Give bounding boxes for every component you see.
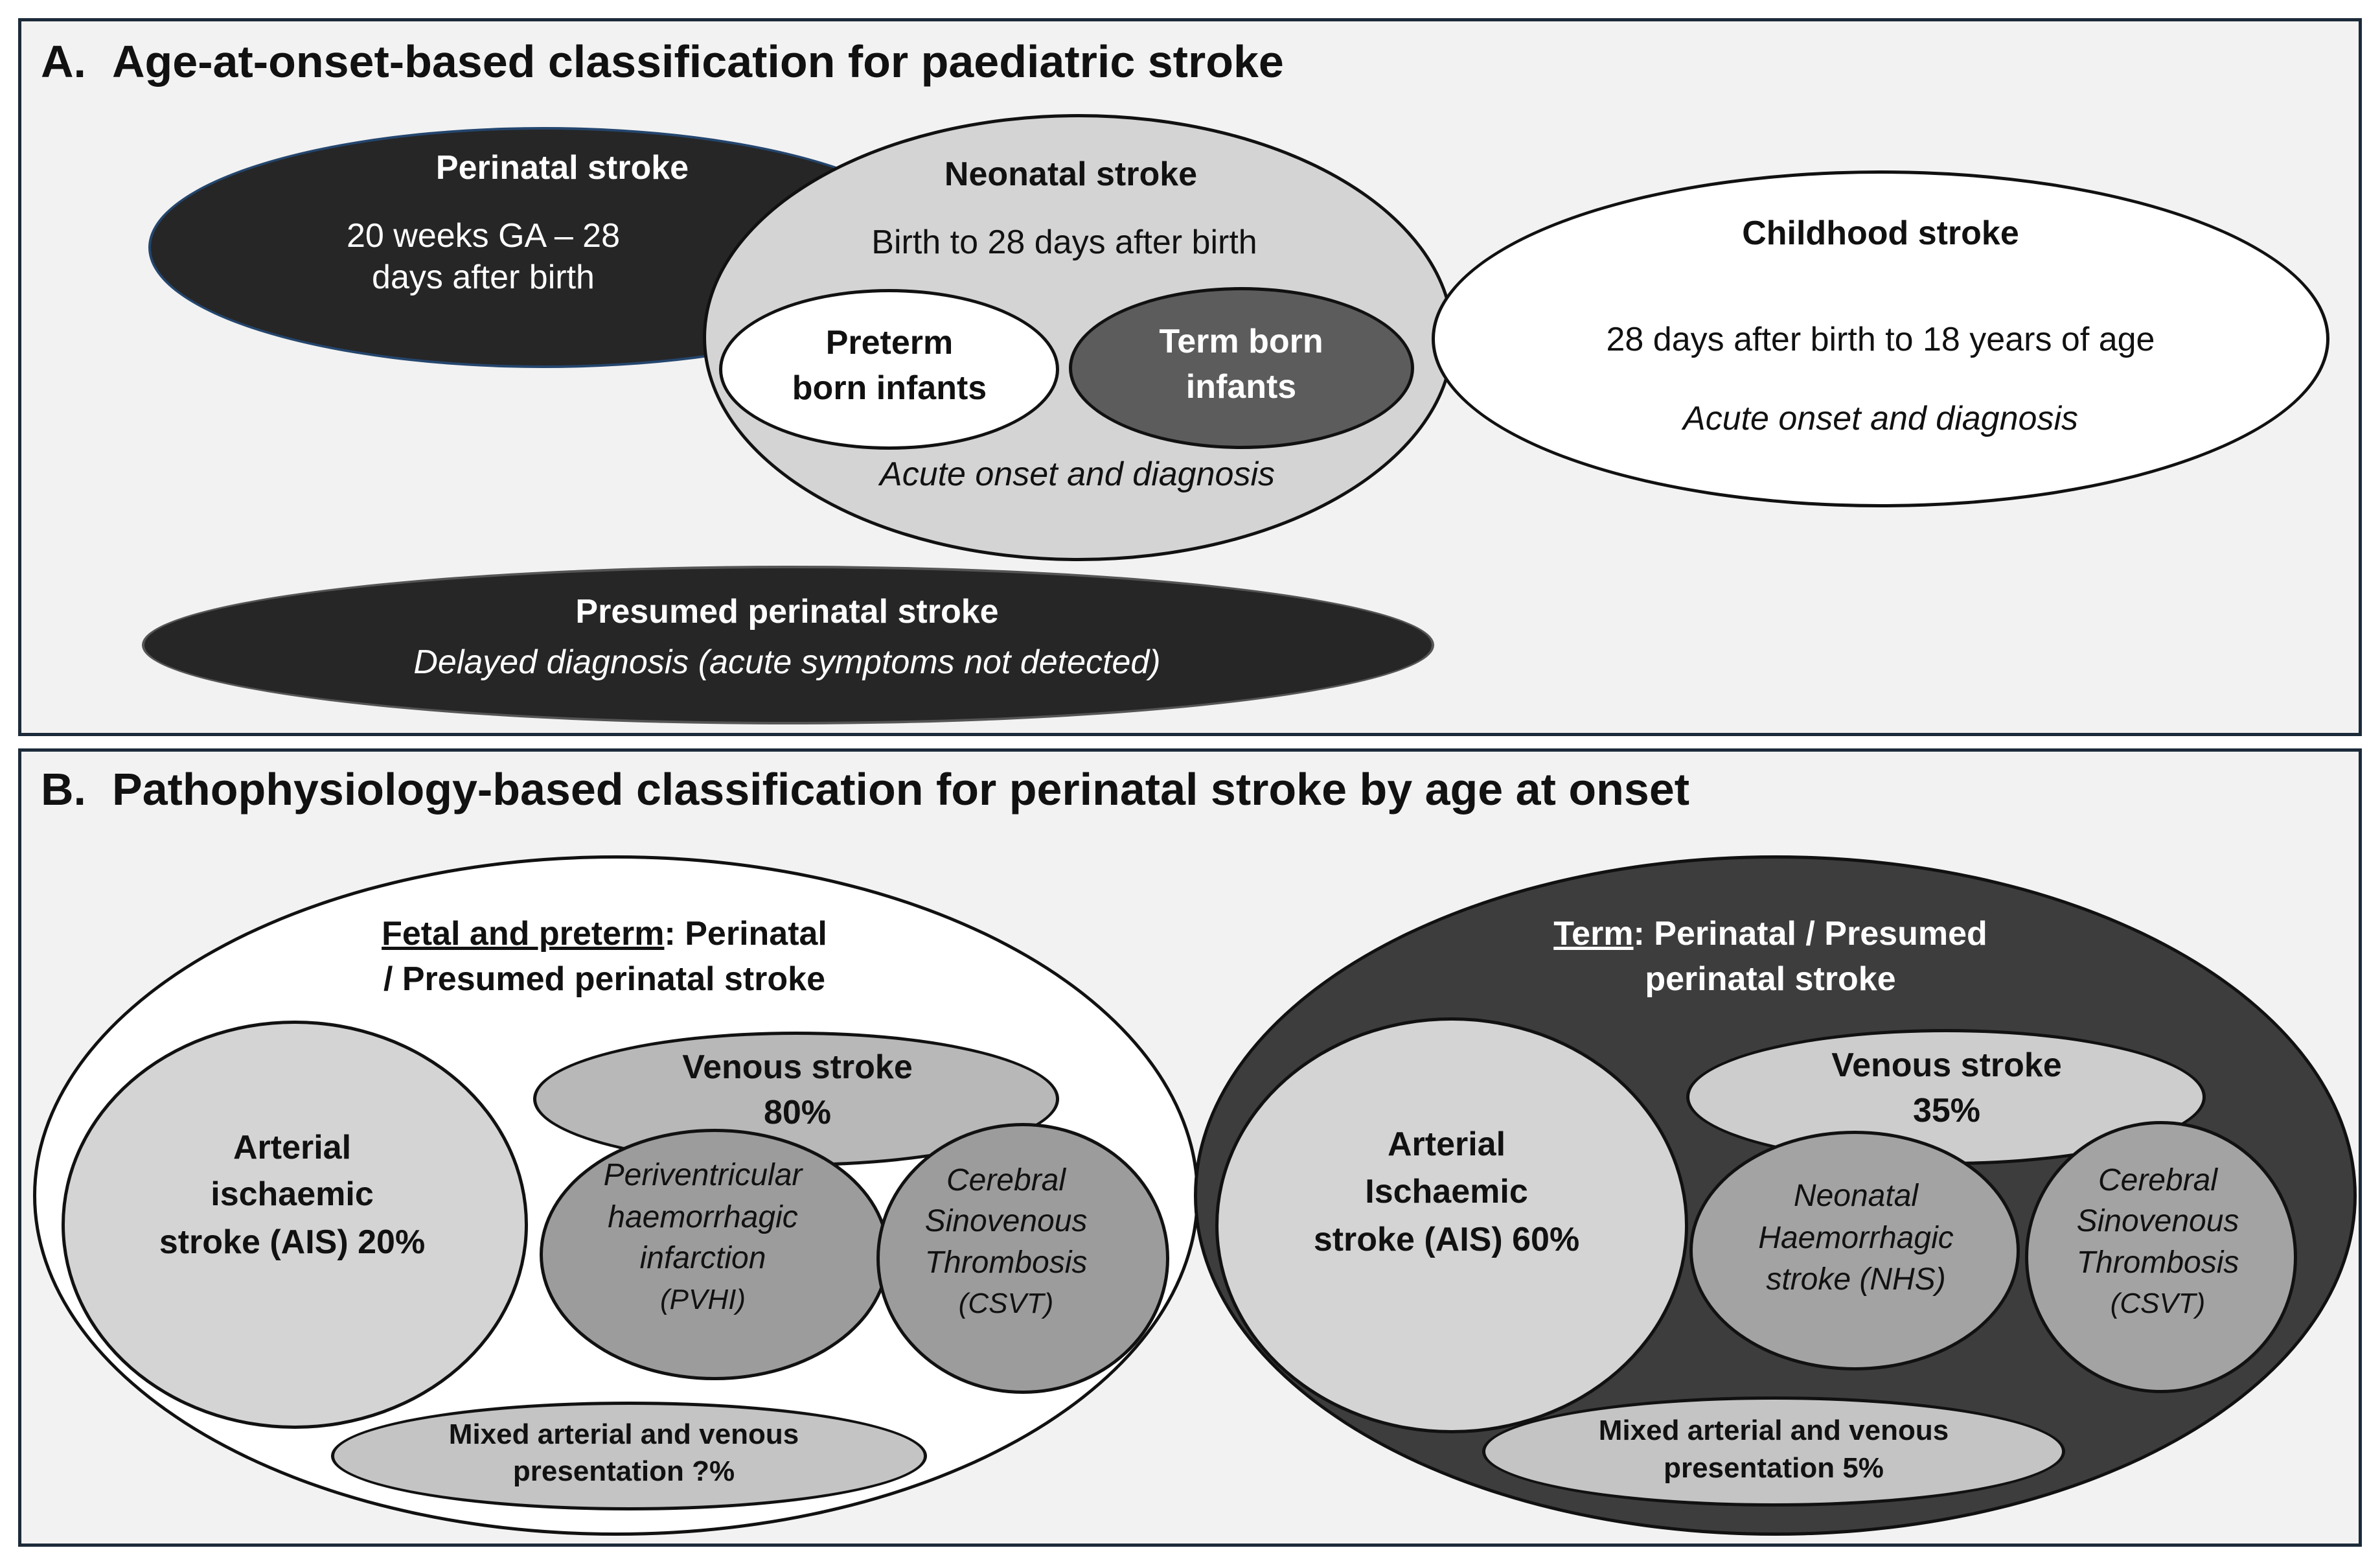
- preterm-infants-ellipse: [719, 289, 1059, 450]
- panel-b-letter: B.: [41, 764, 86, 815]
- presumed-perinatal-stroke-title: Presumed perinatal stroke: [575, 593, 999, 630]
- term-heading-line2: perinatal stroke: [1645, 960, 1896, 998]
- fetal-preterm-heading-line1: Fetal and preterm: Perinatal: [382, 914, 827, 954]
- perinatal-stroke-title: Perinatal stroke: [435, 149, 689, 187]
- fetal-venous-label-line2: 80%: [763, 1094, 832, 1131]
- nhs-label-line2: Haemorrhagic: [1758, 1221, 1954, 1255]
- pvhi-label-line4: (PVHI): [660, 1284, 746, 1315]
- pvhi-label-line1: Periventricular: [603, 1158, 803, 1192]
- preterm-infants-label-line2: born infants: [792, 369, 987, 407]
- term-infants-label-line2: infants: [1185, 368, 1297, 406]
- term-ais-label-line3: stroke (AIS) 60%: [1313, 1221, 1580, 1258]
- term-csvt-label-line1: Cerebral: [2098, 1163, 2218, 1197]
- term-venous-label-line2: 35%: [1912, 1092, 1981, 1129]
- presumed-perinatal-stroke-ellipse: [142, 566, 1434, 724]
- fetal-ais-label-line2: ischaemic: [211, 1175, 374, 1213]
- nhs-label-line3: stroke (NHS): [1766, 1262, 1946, 1297]
- fetal-ais-ellipse: [62, 1021, 528, 1429]
- term-csvt-ellipse: [2025, 1121, 2297, 1393]
- fetal-csvt-label-line2: Sinovenous: [924, 1204, 1088, 1238]
- preterm-infants-label-line1: Preterm: [825, 324, 954, 362]
- neonatal-stroke-title: Neonatal stroke: [944, 156, 1198, 193]
- term-ais-label-line1: Arterial: [1387, 1126, 1506, 1163]
- fetal-preterm-heading-underlined: Fetal and preterm: [382, 915, 665, 953]
- perinatal-stroke-range-line1: 20 weeks GA – 28: [346, 217, 621, 255]
- fetal-csvt-label-line4: (CSVT): [958, 1288, 1054, 1319]
- fetal-csvt-ellipse: [876, 1123, 1169, 1394]
- fetal-csvt-label-line1: Cerebral: [946, 1163, 1066, 1197]
- nhs-label-line1: Neonatal: [1793, 1179, 1919, 1213]
- neonatal-onset-note: Acute onset and diagnosis: [880, 456, 1275, 493]
- fetal-ais-label-line3: stroke (AIS) 20%: [159, 1223, 426, 1261]
- panel-a-letter: A.: [41, 36, 86, 87]
- fetal-venous-label-line1: Venous stroke: [682, 1048, 913, 1086]
- panel-a-title-text: Age-at-onset-based classification for pa…: [112, 36, 1284, 87]
- fetal-ais-label-line1: Arterial: [233, 1129, 352, 1166]
- term-heading-rest: : Perinatal / Presumed: [1633, 915, 1987, 953]
- panel-b-title-text: Pathophysiology-based classification for…: [112, 764, 1690, 815]
- childhood-stroke-range: 28 days after birth to 18 years of age: [1606, 321, 2155, 358]
- pvhi-label-line2: haemorrhagic: [608, 1200, 798, 1234]
- term-mixed-ellipse: [1482, 1396, 2065, 1507]
- term-mixed-label-line1: Mixed arterial and venous: [1598, 1415, 1949, 1446]
- presumed-perinatal-stroke-note: Delayed diagnosis (acute symptoms not de…: [413, 643, 1161, 681]
- neonatal-stroke-range: Birth to 28 days after birth: [871, 224, 1257, 261]
- pvhi-ellipse: [540, 1129, 889, 1380]
- term-infants-ellipse: [1069, 287, 1414, 449]
- term-mixed-label-line2: presentation 5%: [1664, 1452, 1884, 1484]
- term-csvt-label-line3: Thrombosis: [2076, 1245, 2239, 1280]
- term-heading-underlined: Term: [1553, 915, 1634, 953]
- term-ais-label-line2: Ischaemic: [1365, 1173, 1528, 1210]
- term-csvt-label-line4: (CSVT): [2110, 1288, 2206, 1319]
- fetal-mixed-label-line1: Mixed arterial and venous: [448, 1418, 799, 1450]
- panel-b-pathophysiology-classification: B. Pathophysiology-based classification f…: [18, 748, 2362, 1547]
- term-csvt-label-line2: Sinovenous: [2076, 1204, 2239, 1238]
- childhood-onset-note: Acute onset and diagnosis: [1683, 400, 2078, 437]
- fetal-mixed-ellipse: [331, 1402, 927, 1510]
- fetal-preterm-heading-line2: / Presumed perinatal stroke: [383, 960, 826, 998]
- nhs-ellipse: [1689, 1131, 2020, 1370]
- fetal-preterm-heading-rest: : Perinatal: [664, 915, 827, 953]
- term-venous-label-line1: Venous stroke: [1831, 1046, 2062, 1084]
- fetal-mixed-label-line2: presentation ?%: [512, 1455, 735, 1487]
- term-infants-label-line1: Term born: [1159, 323, 1323, 360]
- perinatal-stroke-range-line2: days after birth: [372, 259, 595, 296]
- childhood-stroke-ellipse: [1432, 170, 2329, 507]
- term-ais-ellipse: [1215, 1017, 1688, 1433]
- panel-a-age-classification: A. Age-at-onset-based classification for …: [18, 18, 2362, 736]
- panel-a-title: A. Age-at-onset-based classification for …: [41, 36, 1284, 87]
- fetal-csvt-label-line3: Thrombosis: [924, 1245, 1088, 1280]
- term-heading-line1: Term: Perinatal / Presumed: [1553, 914, 1987, 954]
- pvhi-label-line3: infarction: [639, 1241, 766, 1275]
- childhood-stroke-title: Childhood stroke: [1742, 214, 2019, 252]
- panel-b-title: B. Pathophysiology-based classification f…: [41, 763, 1689, 815]
